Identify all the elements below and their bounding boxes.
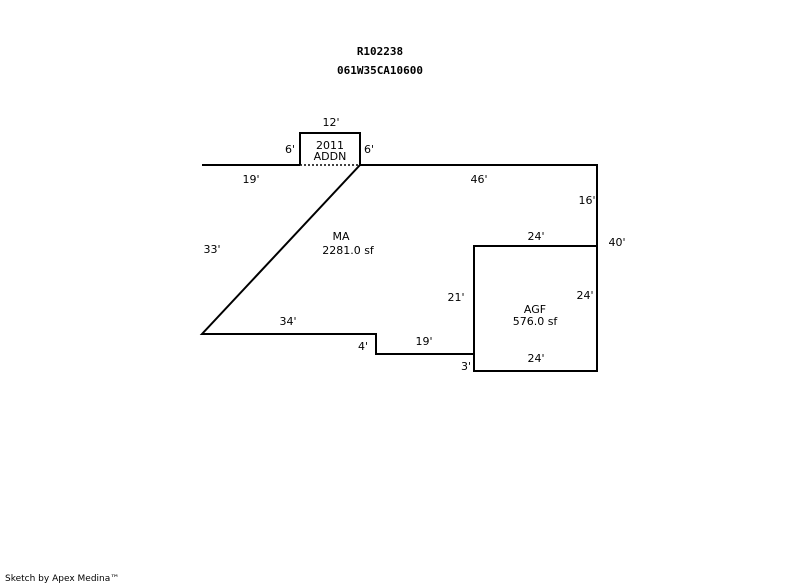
addition-outline [299, 132, 361, 165]
dim-garage-left: 21' [447, 291, 464, 304]
sketch-credit: Sketch by Apex Medina™ [5, 574, 120, 584]
dim-garage-bottom: 24' [527, 352, 544, 365]
main-area-outline [199, 164, 598, 372]
addition-code: ADDN [314, 150, 347, 163]
dim-right-upper: 16' [578, 194, 595, 207]
map-taxlot-number: 061W35CA10600 [336, 64, 424, 77]
dim-bottom-left: 34' [279, 315, 296, 328]
dim-garage-top: 24' [527, 230, 544, 243]
dim-step-down-2: 3' [461, 360, 471, 373]
dim-addition-right: 6' [364, 143, 374, 156]
garage-area-size: 576.0 sf [513, 315, 559, 328]
dim-left: 33' [203, 243, 220, 256]
dim-top-left: 19' [242, 173, 259, 186]
dim-top-right: 46' [470, 173, 487, 186]
dim-right-total: 40' [608, 236, 625, 249]
dim-bottom-mid: 19' [415, 335, 432, 348]
addition-year: 2011 [316, 139, 344, 152]
dim-addition-top: 12' [322, 116, 339, 129]
garage-code: AGF [524, 303, 546, 316]
dim-step-down: 4' [358, 340, 368, 353]
dim-garage-right: 24' [576, 289, 593, 302]
dim-addition-left: 6' [285, 143, 295, 156]
parcel-id: R102238 [356, 45, 404, 58]
main-area-code: MA [332, 230, 349, 243]
main-area-size: 2281.0 sf [322, 244, 375, 257]
garage-outline [473, 245, 597, 354]
